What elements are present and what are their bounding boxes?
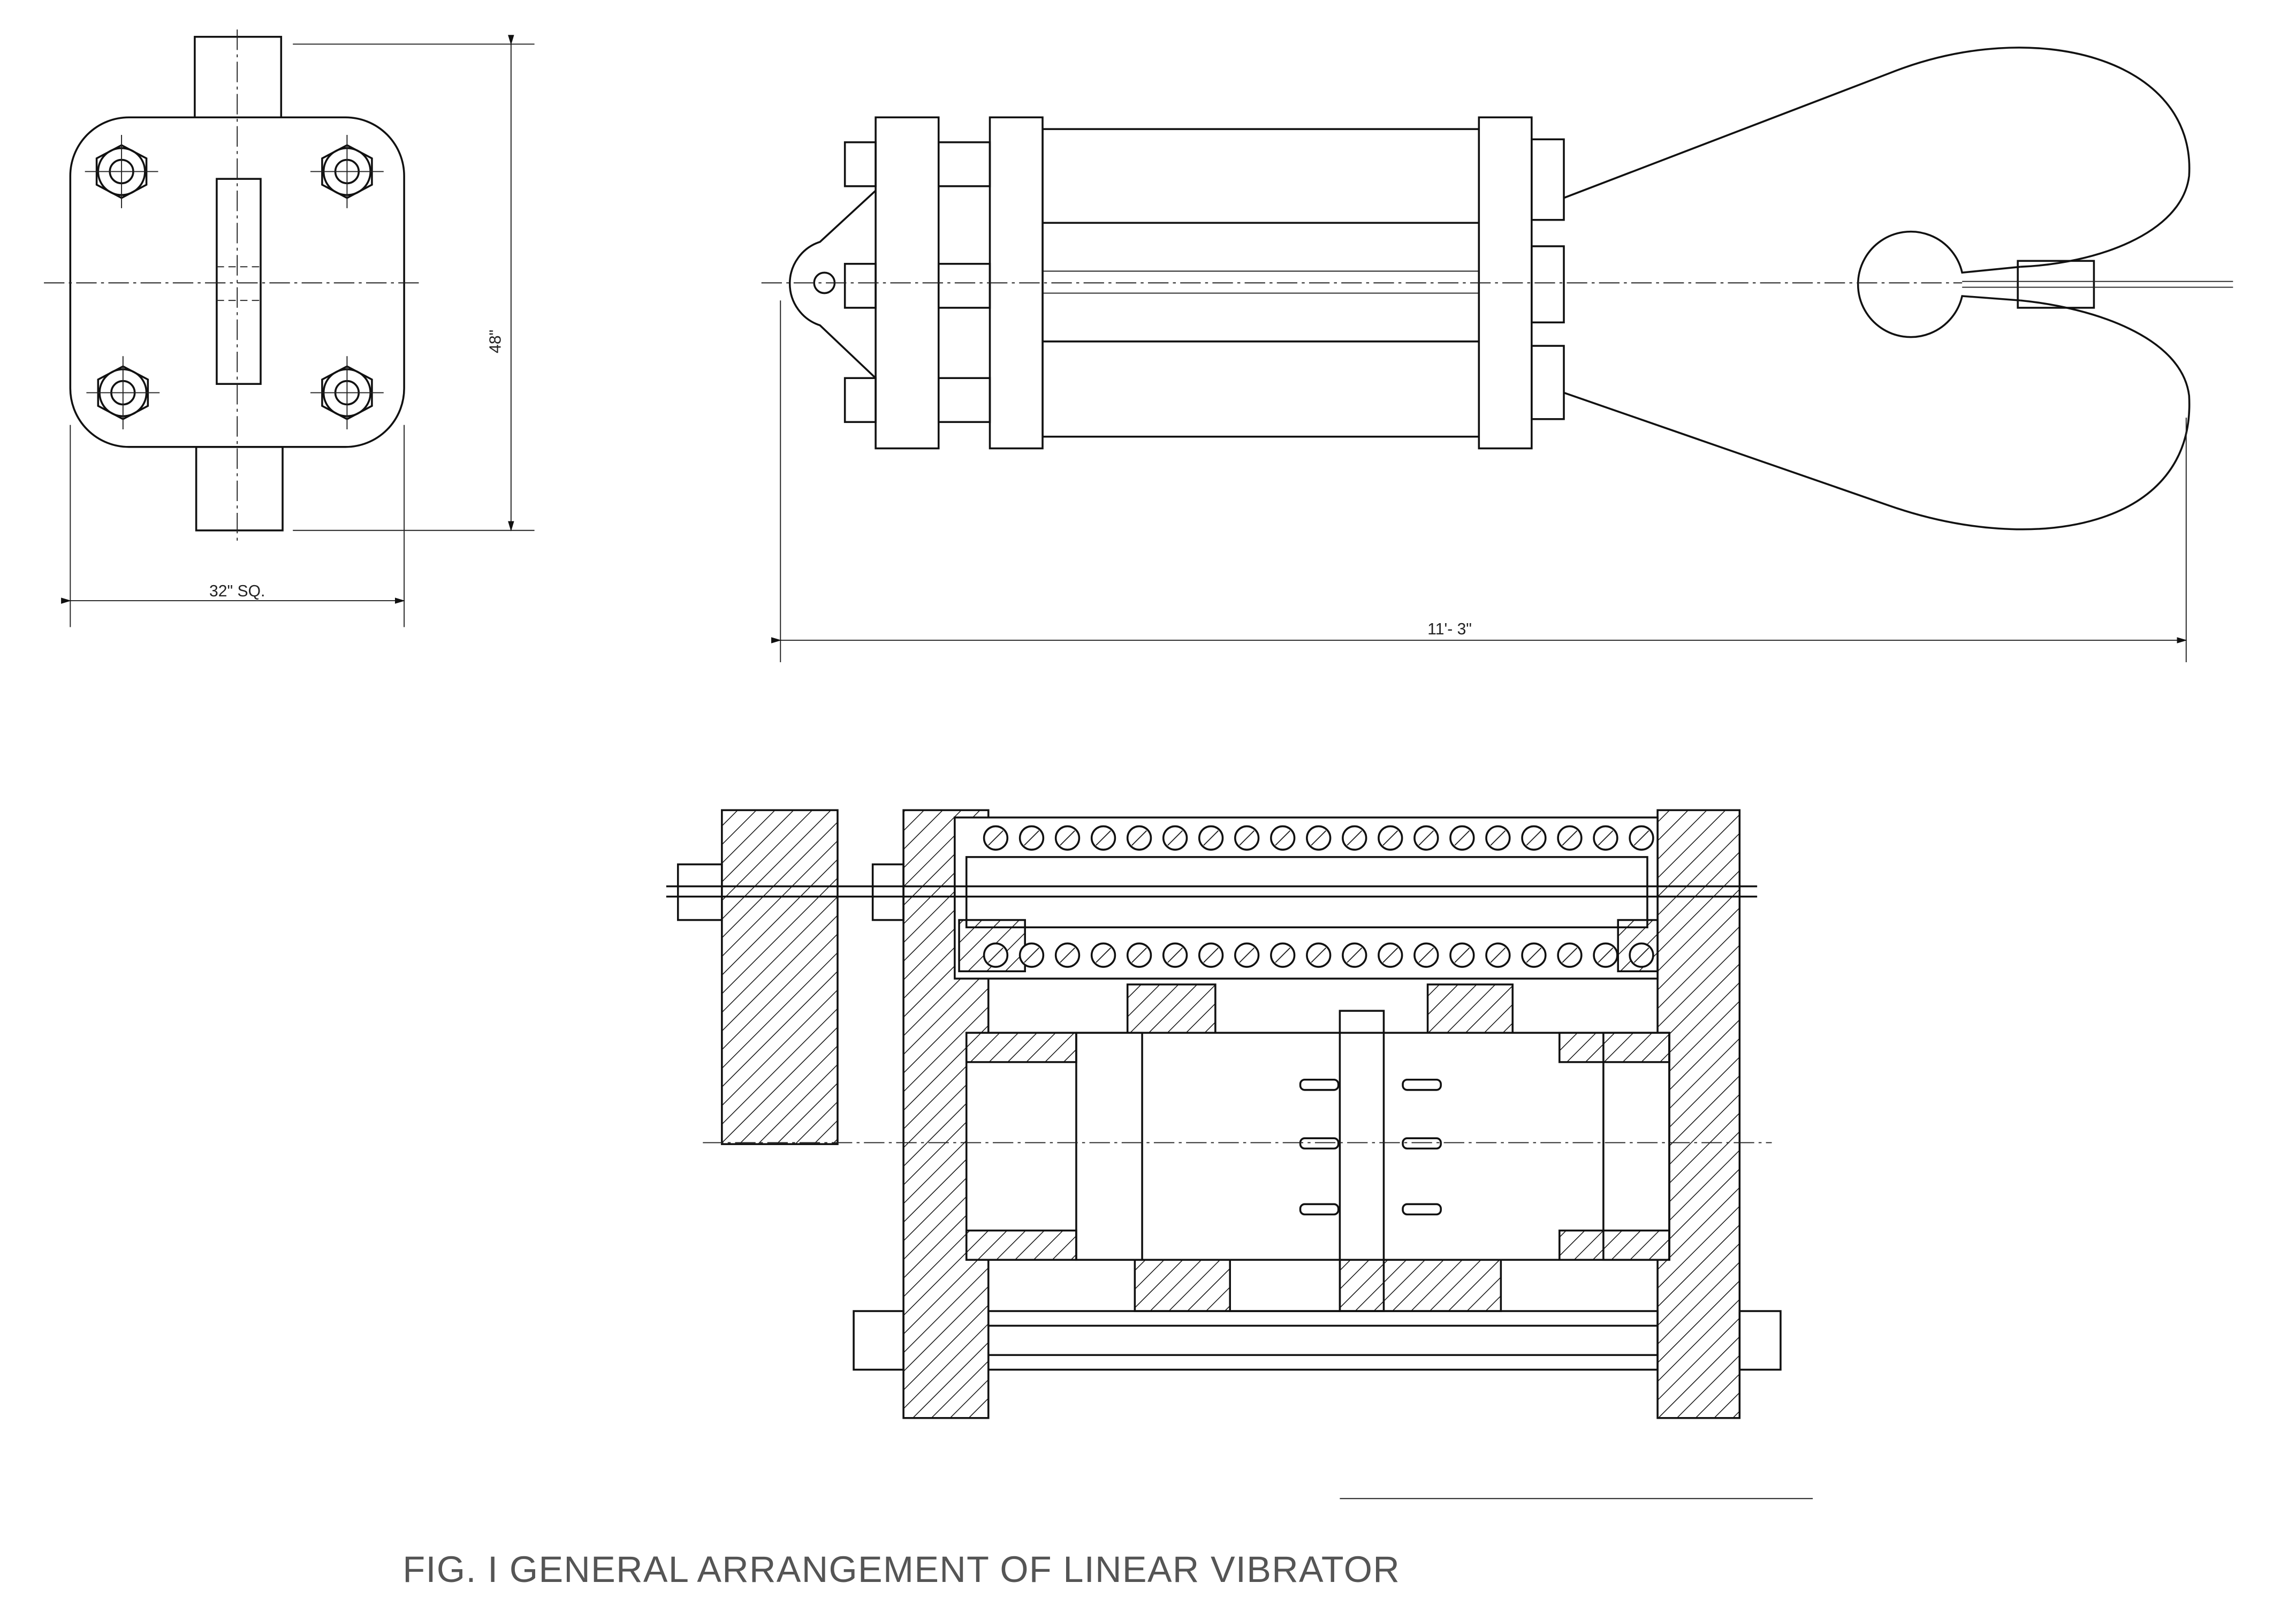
slot	[1402, 1137, 1442, 1150]
end-view	[44, 29, 535, 627]
slot	[1402, 1203, 1442, 1216]
side-view	[761, 47, 2233, 663]
spring-coils	[983, 825, 1654, 968]
slot	[1299, 1078, 1340, 1091]
slot	[1402, 1078, 1442, 1091]
figure-caption: FIG. I GENERAL ARRANGEMENT OF LINEAR VIB…	[402, 1549, 1400, 1590]
width-dimension: 32" SQ.	[209, 582, 265, 600]
bolt-icon	[310, 135, 384, 208]
bolt-icon	[86, 356, 160, 429]
length-dimension: 11'- 3"	[1427, 620, 1472, 638]
height-dimension: 48"	[487, 330, 505, 353]
section-view	[666, 809, 1782, 1419]
slot	[1299, 1137, 1340, 1150]
slot	[1299, 1203, 1340, 1216]
bolt-icon	[310, 356, 384, 429]
nuts	[843, 138, 1565, 423]
slots	[1299, 1078, 1442, 1216]
bolt-icon	[85, 135, 158, 208]
